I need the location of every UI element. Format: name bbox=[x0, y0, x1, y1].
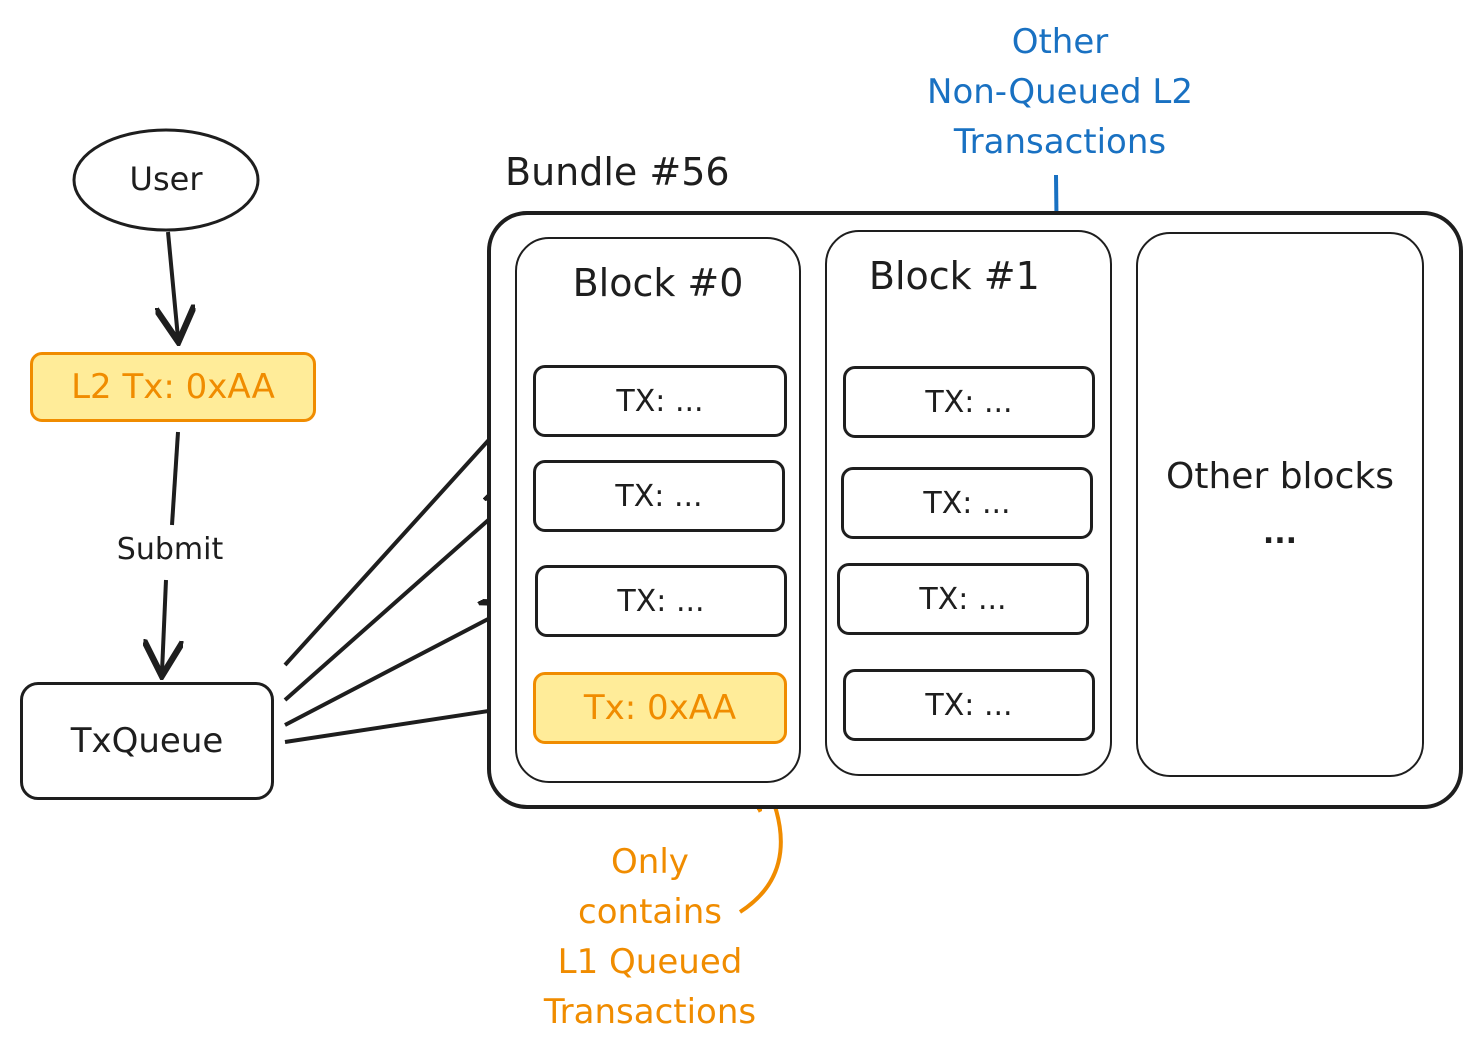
block-1-title: Block #1 bbox=[868, 254, 1040, 298]
queue-to-tx3-arrow bbox=[284, 605, 515, 727]
submit-to-queue-arrow bbox=[162, 579, 166, 672]
txqueue-node[interactable]: TxQueue bbox=[20, 682, 274, 800]
non-queued-line-3: Transactions bbox=[953, 122, 1167, 162]
block-0-tx-3[interactable]: Tx: 0xAA bbox=[533, 672, 787, 744]
user-to-tx-arrow bbox=[168, 231, 178, 338]
tx-to-submit-line bbox=[170, 431, 180, 526]
tx-label: Tx: 0xAA bbox=[583, 688, 737, 728]
non-queued-line-2: Non-Queued L2 bbox=[927, 72, 1193, 112]
submit-label: Submit bbox=[100, 532, 240, 567]
non-queued-line-1: Other bbox=[910, 22, 1210, 62]
l2-tx-node[interactable]: L2 Tx: 0xAA bbox=[30, 352, 316, 422]
user-label: User bbox=[129, 160, 203, 198]
other-blocks[interactable]: Other blocks ... bbox=[1136, 232, 1424, 777]
block-0-tx-2[interactable]: TX: ... bbox=[535, 565, 787, 637]
tx-label: TX: ... bbox=[919, 581, 1007, 617]
user-node-shape[interactable] bbox=[72, 128, 260, 232]
other-blocks-label: Other blocks bbox=[1166, 456, 1394, 497]
block-1-tx-3[interactable]: TX: ... bbox=[843, 669, 1095, 741]
only-contains-line-2: contains bbox=[578, 892, 722, 932]
block-0-tx-1[interactable]: TX: ... bbox=[533, 460, 785, 532]
tx-label: TX: ... bbox=[925, 687, 1013, 723]
block-0-title: Block #0 bbox=[572, 261, 744, 305]
block-1-tx-2[interactable]: TX: ... bbox=[837, 563, 1089, 635]
only-contains-line-1: Only bbox=[611, 842, 689, 882]
queue-to-tx2-arrow bbox=[283, 492, 520, 702]
only-contains-line-3: L1 Queued bbox=[557, 942, 743, 982]
tx-label: TX: ... bbox=[923, 485, 1011, 521]
tx-label: TX: ... bbox=[925, 384, 1013, 420]
block-1-tx-0[interactable]: TX: ... bbox=[843, 366, 1095, 438]
block-1-tx-1[interactable]: TX: ... bbox=[841, 467, 1093, 539]
tx-label: TX: ... bbox=[617, 583, 705, 619]
block-0-tx-0[interactable]: TX: ... bbox=[533, 365, 787, 437]
tx-label: TX: ... bbox=[615, 478, 703, 514]
queue-to-tx1-arrow bbox=[283, 400, 525, 667]
bundle-title: Bundle #56 bbox=[505, 150, 730, 194]
txqueue-label: TxQueue bbox=[70, 721, 224, 761]
only-contains-line-4: Transactions bbox=[543, 992, 757, 1032]
l2-tx-label: L2 Tx: 0xAA bbox=[71, 367, 275, 407]
tx-label: TX: ... bbox=[616, 383, 704, 419]
other-blocks-ellipsis: ... bbox=[1262, 516, 1298, 551]
